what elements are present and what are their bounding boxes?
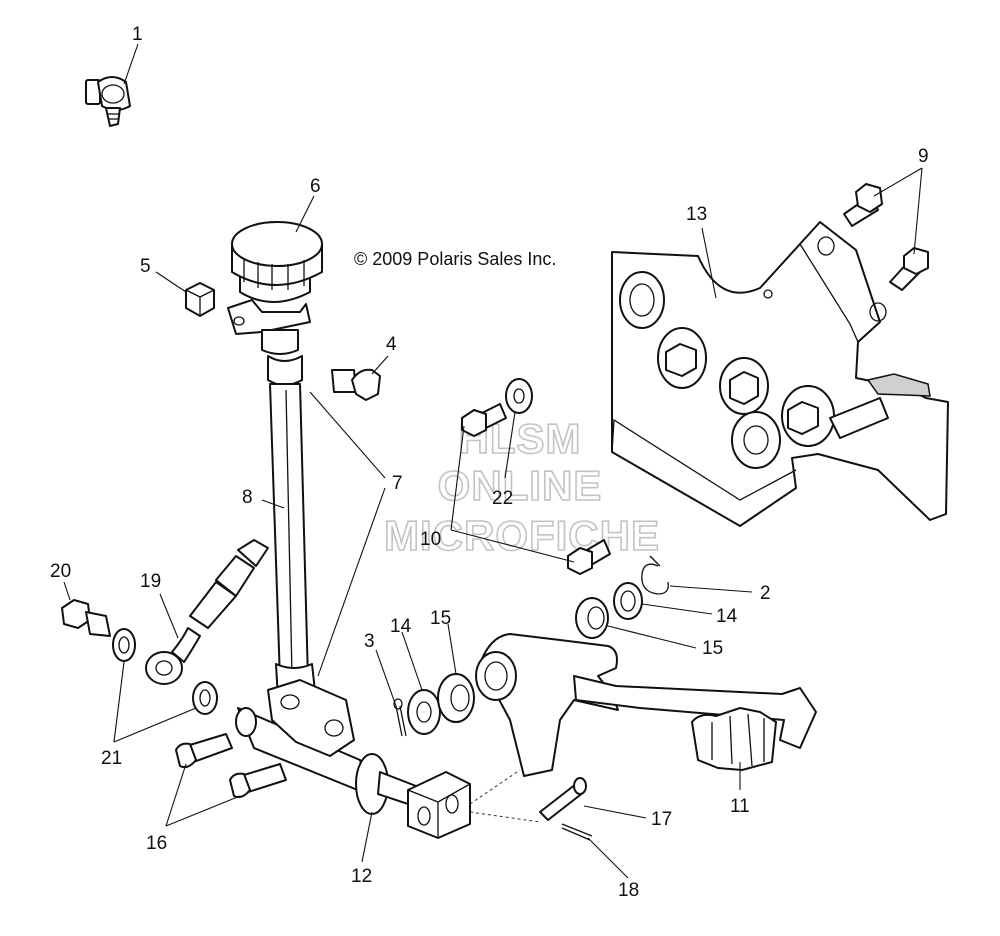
callout-14-right: 14 [716, 606, 738, 627]
callout-1: 1 [132, 24, 143, 45]
alignment-lines [469, 769, 541, 823]
callout-3: 3 [364, 631, 375, 652]
copyright-text: © 2009 Polaris Sales Inc. [354, 249, 556, 269]
part-5-nut [185, 282, 215, 317]
part-14-washer-left [407, 689, 441, 735]
callout-2: 2 [760, 583, 771, 604]
watermark-line-2: ONLINE [438, 462, 603, 509]
callout-9: 9 [918, 146, 929, 167]
part-2-clip [641, 555, 669, 595]
callout-22: 22 [492, 488, 513, 509]
callout-6: 6 [310, 176, 321, 197]
part-13-bracket [611, 221, 949, 527]
clevis [407, 771, 471, 839]
callout-18: 18 [618, 880, 639, 901]
callout-10: 10 [420, 529, 441, 550]
callout-11: 11 [730, 796, 750, 817]
part-19-banjo-hose [145, 539, 269, 685]
callout-16: 16 [146, 833, 167, 854]
part-8-hose [267, 355, 317, 705]
part-9-bolts [843, 183, 929, 291]
part-14-washer-right [613, 582, 643, 620]
watermark: HLSM ONLINE MICROFICHE [383, 414, 660, 560]
callout-20: 20 [50, 561, 71, 582]
leader-lines [63, 43, 923, 879]
part-15-bushing-right [575, 597, 609, 639]
part-17-pin [539, 777, 587, 821]
callout-15-right: 15 [702, 638, 723, 659]
callout-14-left: 14 [390, 616, 412, 637]
part-11-brake-pedal [475, 633, 817, 777]
callout-15-left: 15 [430, 608, 451, 629]
callout-21: 21 [101, 748, 122, 769]
callout-17: 17 [651, 809, 672, 830]
part-6-reservoir [227, 221, 323, 355]
part-16-bolts [175, 733, 287, 799]
part-4-bolt [331, 368, 381, 401]
part-12-master-cylinder [235, 679, 417, 815]
callout-5: 5 [140, 256, 151, 277]
callout-8: 8 [242, 487, 253, 508]
part-18-cotter-pin [561, 823, 593, 841]
callout-4: 4 [386, 334, 397, 355]
part-1-clip [85, 76, 131, 127]
part-15-bushing-left [437, 673, 475, 723]
callout-12: 12 [351, 866, 372, 887]
callout-7: 7 [392, 473, 403, 494]
callout-13: 13 [686, 204, 707, 225]
part-10-bolts [461, 403, 611, 575]
part-21-washers [112, 628, 218, 715]
callout-19: 19 [140, 571, 161, 592]
part-3-cotter-pin [393, 698, 407, 737]
watermark-line-3: MICROFICHE [384, 512, 660, 559]
callout-numbers: 1 2 3 4 5 6 7 8 9 10 11 12 13 14 14 15 1… [50, 24, 929, 901]
part-20-fitting [61, 599, 111, 637]
part-22-washer [505, 378, 533, 414]
